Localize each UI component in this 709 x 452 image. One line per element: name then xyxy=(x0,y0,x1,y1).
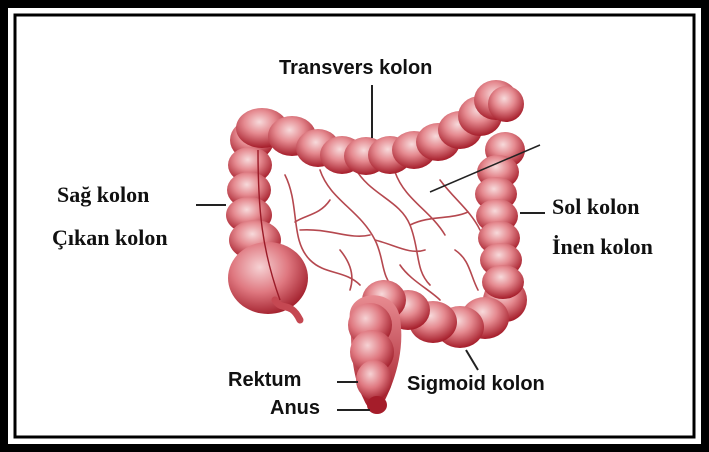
descending-colon xyxy=(475,132,525,299)
label-ascending-colon: Çıkan kolon xyxy=(52,225,168,251)
label-rectum: Rektum xyxy=(228,369,301,392)
label-descending-colon: İnen kolon xyxy=(552,234,653,260)
label-right-colon: Sağ kolon xyxy=(57,182,149,208)
label-transverse-colon: Transvers kolon xyxy=(279,57,432,80)
label-sigmoid-colon: Sigmoid kolon xyxy=(407,373,545,396)
transverse-colon xyxy=(236,80,524,175)
label-anus: Anus xyxy=(270,397,320,420)
rectum xyxy=(348,295,401,414)
label-left-colon: Sol kolon xyxy=(552,194,639,220)
